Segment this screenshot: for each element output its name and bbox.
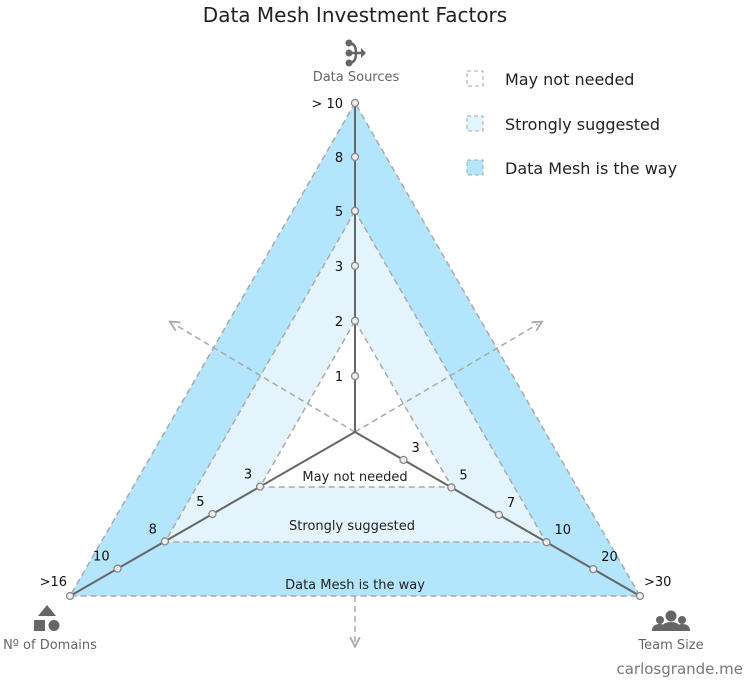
credit: carlosgrande.me [616,660,743,678]
legend-label-outer: Data Mesh is the way [505,159,677,178]
tick-label-team-size: 3 [411,441,419,456]
tick-label-team-size: 5 [459,468,467,483]
zone-label-middle: Strongly suggested [289,519,415,534]
people-icon [652,610,690,631]
tick-point-domains [255,482,265,491]
zone-label-inner: May not needed [302,470,407,485]
tick-point-data-sources [350,371,360,381]
axis-label-team-size: Team Size [637,638,703,653]
axis-label-domains: Nº of Domains [3,638,97,653]
guide-arrow-left [174,324,356,433]
tick-label-team-size: >30 [644,575,671,590]
tick-point-team-size [494,510,504,519]
legend-label-middle: Strongly suggested [505,115,660,134]
legend-swatch-outer [466,159,484,176]
tick-label-domains: >16 [40,575,67,590]
tick-label-domains: 5 [196,495,204,510]
tick-label-data-sources: 3 [335,260,343,275]
shapes-icon [34,605,60,631]
tick-point-domains [113,564,122,573]
tick-label-data-sources: 8 [335,151,343,166]
tick-label-data-sources: 2 [335,315,343,330]
tick-label-team-size: 7 [507,496,515,511]
legend: May not needed Strongly suggested Data M… [466,70,677,178]
tick-point-domains [160,537,170,546]
tick-point-team-size [447,483,456,492]
legend-label-inner: May not needed [505,70,634,89]
zone-label-outer: Data Mesh is the way [285,578,425,593]
tick-label-domains: 3 [244,468,252,483]
legend-swatch-middle [466,115,484,132]
tick-label-domains: 10 [93,550,110,565]
tick-label-team-size: 10 [555,523,572,538]
tick-label-domains: 8 [149,522,157,537]
tick-point-data-sources [350,316,360,325]
data-sources-icon [345,39,366,67]
tick-label-data-sources: > 10 [311,97,343,112]
tick-label-team-size: 20 [601,550,618,565]
tick-point-team-size [635,591,645,601]
tick-point-data-sources [350,152,360,162]
guide-arrow-right [354,324,538,433]
tick-point-domains [208,509,217,519]
legend-swatch-inner [466,70,484,87]
tick-point-team-size [399,455,408,465]
axis-label-data-sources: Data Sources [313,70,400,85]
tick-point-data-sources [350,98,360,108]
tick-point-team-size [589,564,598,574]
tick-point-domains [65,591,75,601]
chart-title: Data Mesh Investment Factors [203,3,507,27]
tick-point-team-size [542,538,551,547]
tick-label-data-sources: 5 [335,205,343,220]
tick-point-data-sources [350,261,360,271]
tick-label-data-sources: 1 [335,370,343,385]
tick-point-data-sources [350,206,360,216]
